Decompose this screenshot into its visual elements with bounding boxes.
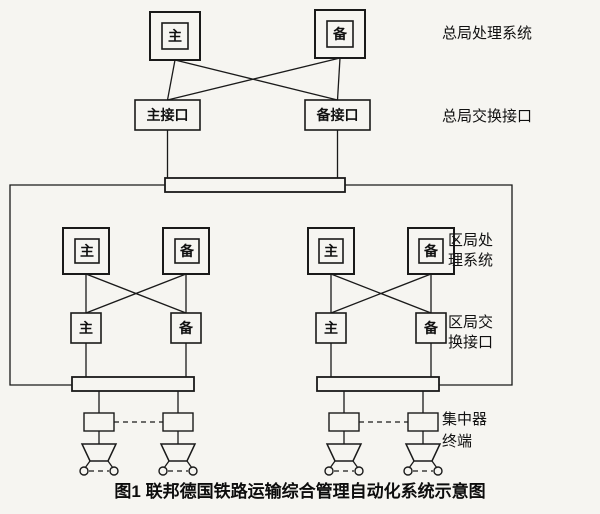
terminal-circle (433, 466, 443, 476)
right-cross-connection-lines (330, 273, 432, 314)
label-hq-processing: 总局处理系统 (442, 25, 532, 42)
right-backup-label: 备 (423, 243, 439, 259)
label-regional-exchange-line2: 换接口 (448, 334, 493, 351)
terminal-controller-trapezoid (159, 443, 197, 462)
hq-main-interface-label: 主接口 (147, 107, 189, 123)
right-interface-to-bus-lines (330, 343, 432, 377)
right-main-label: 主 (324, 243, 338, 259)
concentrator-box (407, 412, 439, 432)
hq-cross-connection-lines (166, 57, 341, 101)
right-main-interface-label: 主 (324, 320, 338, 336)
hq-backup-interface-box: 备接口 (304, 99, 371, 131)
label-regional-processing-line2: 理系统 (448, 252, 493, 269)
left-backup-label: 备 (179, 243, 195, 259)
hq-main-interface-box: 主接口 (134, 99, 201, 131)
terminal-circle (188, 466, 198, 476)
left-terminal-clusters (79, 431, 198, 476)
label-hq-exchange: 总局交换接口 (442, 107, 532, 125)
left-concentrators (83, 391, 194, 432)
terminal-circle (79, 466, 89, 476)
label-terminal: 终端 (442, 433, 472, 450)
right-region: 主 备 主 备 (307, 227, 455, 476)
terminal-circle (324, 466, 334, 476)
concentrator-box (328, 412, 360, 432)
terminal-circle (109, 466, 119, 476)
left-main-interface-box: 主 (70, 312, 102, 344)
terminal-controller-trapezoid (404, 443, 442, 462)
label-regional-processing-line1: 区局处 (448, 232, 493, 249)
left-main-label: 主 (80, 243, 94, 259)
terminal-controller-trapezoid (325, 443, 363, 462)
right-main-processor-box: 主 (307, 227, 355, 275)
right-bus-bar (316, 376, 440, 392)
right-main-interface-box: 主 (315, 312, 347, 344)
trunk-connection-lines (9, 184, 513, 386)
hq-main-processor-box: 主 (149, 11, 201, 61)
terminal-circle (158, 466, 168, 476)
label-regional-exchange-line1: 区局交 (448, 313, 493, 331)
hq-backup-interface-label: 备接口 (316, 107, 359, 123)
right-terminal-clusters (324, 431, 443, 476)
hq-main-label: 主 (168, 28, 182, 44)
hq-interface-to-bus-lines (166, 130, 339, 178)
left-region: 主 备 主 备 (62, 227, 210, 476)
terminal-circle (403, 466, 413, 476)
terminal-circle (354, 466, 364, 476)
figure-caption: 图1 联邦德国铁路运输综合管理自动化系统示意图 (114, 481, 485, 501)
left-main-interface-label: 主 (79, 320, 93, 336)
concentrator-box (162, 412, 194, 432)
left-backup-interface-label: 备 (178, 320, 194, 336)
right-backup-interface-label: 备 (423, 320, 439, 336)
hq-backup-label: 备 (332, 26, 348, 42)
left-backup-interface-box: 备 (170, 312, 202, 344)
left-backup-processor-box: 备 (162, 227, 210, 275)
right-concentrators (328, 391, 439, 432)
left-bus-bar (71, 376, 195, 392)
right-backup-processor-box: 备 (407, 227, 455, 275)
side-labels: 总局处理系统 总局交换接口 区局处 理系统 区局交 换接口 集中器 终端 (442, 25, 532, 450)
left-cross-connection-lines (85, 273, 187, 314)
hq-bus-bar (164, 177, 346, 193)
concentrator-box (83, 412, 115, 432)
left-interface-to-bus-lines (85, 343, 187, 377)
terminal-controller-trapezoid (80, 443, 118, 462)
hq-backup-processor-box: 备 (314, 9, 366, 59)
label-concentrator: 集中器 (442, 411, 487, 428)
right-backup-interface-box: 备 (415, 312, 447, 344)
left-main-processor-box: 主 (62, 227, 110, 275)
